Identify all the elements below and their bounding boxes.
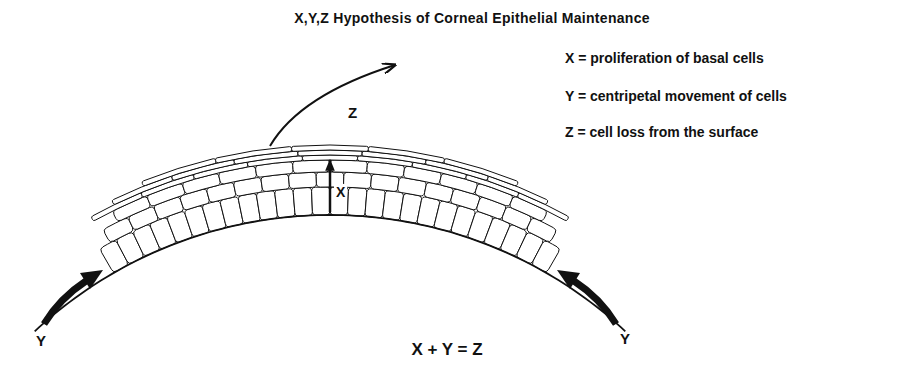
epithelial-cell xyxy=(527,218,555,241)
epithelial-cell xyxy=(289,172,317,188)
epithelial-cell xyxy=(488,176,548,204)
key-entry: X = proliferation of basal cells xyxy=(565,50,764,66)
epithelial-cell xyxy=(348,188,367,217)
epithelial-cell xyxy=(142,159,216,186)
equation: X + Y = Z xyxy=(411,340,482,360)
epithelial-cell xyxy=(365,189,385,218)
epithelium-cells xyxy=(92,145,569,272)
key-entry: Z = cell loss from the surface xyxy=(565,124,758,140)
epithelial-cell xyxy=(368,147,444,163)
epithelial-cell xyxy=(293,188,312,217)
centripetal-arrowhead-left xyxy=(80,270,103,289)
epithelial-cell xyxy=(444,159,518,186)
epithelial-cell xyxy=(292,145,369,151)
centripetal-arrow-right xyxy=(574,281,616,324)
epithelial-cell xyxy=(216,147,292,163)
epithelial-cell xyxy=(275,189,295,218)
cell-loss-arrow xyxy=(270,65,395,146)
epithelial-cell xyxy=(293,160,330,173)
variable-label: Z xyxy=(348,104,357,121)
epithelial-cell xyxy=(104,218,132,241)
epithelial-cell xyxy=(312,187,330,215)
epithelial-cell xyxy=(257,191,278,220)
variable-label: Y xyxy=(620,330,630,347)
centripetal-arrowhead-right xyxy=(557,270,580,289)
epithelial-cell xyxy=(112,176,172,204)
variable-label: Y xyxy=(36,332,46,349)
corneal-surface-arc xyxy=(35,215,626,331)
variable-label: X xyxy=(334,184,347,200)
epithelial-cell xyxy=(330,160,367,173)
epithelial-cell xyxy=(344,172,372,188)
key-entry: Y = centripetal movement of cells xyxy=(565,88,787,104)
centripetal-arrow-left xyxy=(44,281,86,324)
diagram-title: X,Y,Z Hypothesis of Corneal Epithelial M… xyxy=(294,10,650,26)
proliferation-arrow xyxy=(329,160,332,212)
